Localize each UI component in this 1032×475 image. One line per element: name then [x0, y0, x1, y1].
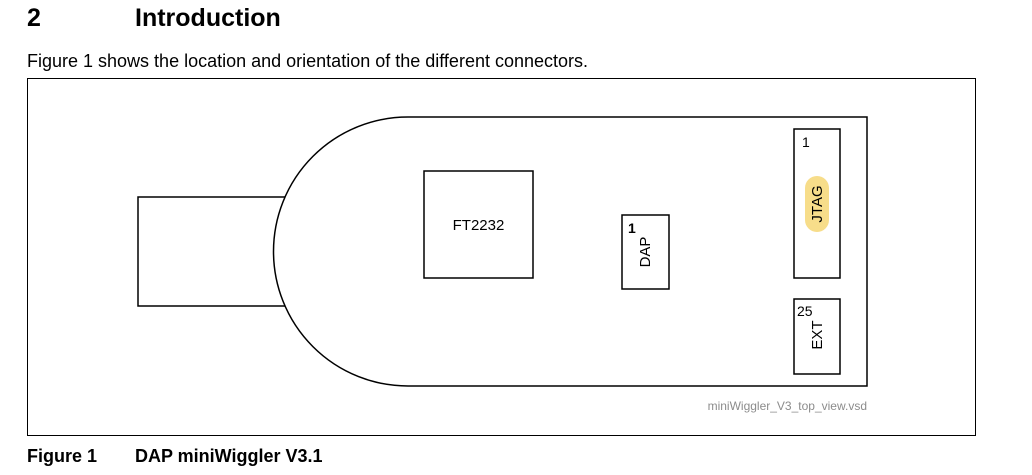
- jtag-label-highlight: [805, 176, 829, 232]
- dap-connector-label: DAP: [637, 237, 654, 268]
- device-top-view-diagram: FT2232 1 DAP 1 JTAG 25 EXT miniWiggler_V…: [137, 116, 868, 413]
- figure-caption-title: DAP miniWiggler V3.1: [135, 446, 323, 466]
- ft2232-chip: [423, 170, 534, 279]
- figure-frame: FT2232 1 DAP 1 JTAG 25 EXT miniWiggler_V…: [27, 78, 976, 436]
- usb-plug: [137, 196, 286, 307]
- ext-pin-25-label: 25: [797, 303, 813, 319]
- figure-caption-label: Figure 1: [27, 446, 98, 466]
- ext-connector: [793, 298, 841, 375]
- device-board-outline: [272, 116, 868, 387]
- section-number: 2: [27, 4, 41, 32]
- ft2232-chip-label: FT2232: [453, 217, 505, 234]
- jtag-connector-label: JTAG: [809, 185, 826, 222]
- dap-pin-1-label: 1: [628, 220, 636, 236]
- jtag-pin-1-label: 1: [802, 134, 810, 150]
- ext-connector-label: EXT: [809, 320, 826, 349]
- section-title: Introduction: [135, 4, 281, 32]
- intro-paragraph: Figure 1 shows the location and orientat…: [27, 51, 589, 71]
- source-file-label: miniWiggler_V3_top_view.vsd: [708, 399, 867, 413]
- dap-connector: [621, 214, 670, 290]
